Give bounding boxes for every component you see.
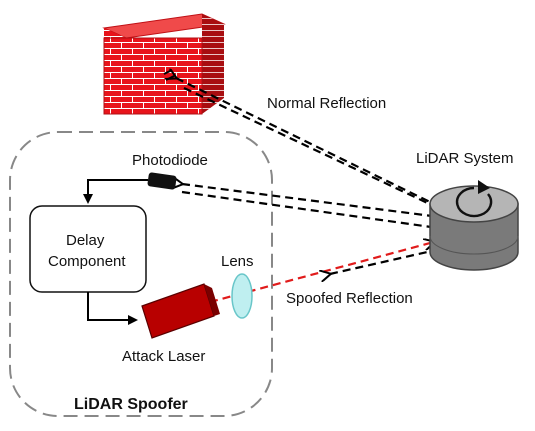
photodiode-to-delay-arrow bbox=[83, 179, 148, 204]
attack-laser-label: Attack Laser bbox=[122, 348, 206, 365]
photodiode-beams bbox=[182, 184, 439, 230]
spoofed-reflection-label: Spoofed Reflection bbox=[286, 290, 413, 307]
normal-reflection-label: Normal Reflection bbox=[267, 95, 387, 112]
brick-wall bbox=[102, 13, 226, 115]
spoofed-reflection-beams bbox=[209, 242, 436, 304]
delay-component-box bbox=[29, 205, 147, 293]
delay-component-label-line2: Component bbox=[48, 253, 126, 270]
lidar-system-label: LiDAR System bbox=[416, 150, 514, 167]
lens-label: Lens bbox=[221, 253, 254, 270]
delay-to-laser-arrow bbox=[87, 292, 138, 325]
lidar-spoofer-label: LiDAR Spoofer bbox=[68, 396, 194, 414]
lidar-system-device bbox=[429, 180, 519, 271]
photodiode-label: Photodiode bbox=[132, 152, 208, 169]
attack-laser-device bbox=[141, 283, 220, 339]
lens-device bbox=[231, 273, 253, 319]
normal-reflection-beams bbox=[176, 78, 439, 209]
rotation-icon bbox=[455, 186, 493, 218]
photodiode-device bbox=[147, 172, 177, 190]
delay-component-label-line1: Delay bbox=[66, 232, 105, 249]
